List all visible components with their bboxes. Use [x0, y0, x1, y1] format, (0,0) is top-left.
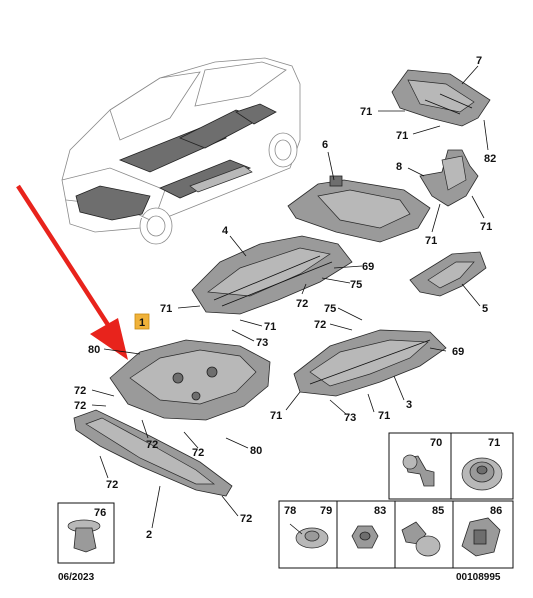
fastener-box-70: 70 — [388, 432, 452, 500]
label-82: 82 — [484, 153, 496, 165]
label-71: 71 — [160, 303, 172, 315]
svg-text:78: 78 — [284, 505, 296, 517]
fastener-box-78-79: 78 79 — [278, 500, 338, 569]
label-72: 72 — [314, 319, 326, 331]
label-4: 4 — [222, 225, 229, 237]
label-8: 8 — [396, 161, 402, 173]
label-73: 73 — [344, 412, 356, 424]
label-72: 72 — [192, 447, 204, 459]
part-2-front-panel — [73, 409, 233, 497]
part-5-side-panel — [409, 251, 487, 297]
svg-text:86: 86 — [490, 505, 502, 517]
label-3: 3 — [406, 399, 412, 411]
label-72: 72 — [74, 400, 86, 412]
svg-text:76: 76 — [94, 507, 106, 519]
vehicle-illustration — [61, 57, 301, 245]
label-80: 80 — [88, 344, 100, 356]
part-1-engine-undertray — [109, 339, 271, 421]
label-71: 71 — [480, 221, 492, 233]
label-75: 75 — [324, 303, 336, 315]
leader-lines — [91, 65, 489, 529]
label-71: 71 — [360, 106, 372, 118]
label-72: 72 — [146, 439, 158, 451]
label-71: 71 — [396, 130, 408, 142]
fastener-box-86: 86 — [452, 500, 514, 569]
footer-reference: 00108995 — [456, 572, 501, 583]
label-2: 2 — [146, 529, 152, 541]
svg-text:85: 85 — [432, 505, 444, 517]
label-71: 71 — [425, 235, 437, 247]
label-71: 71 — [378, 410, 390, 422]
part-4-center-shield — [191, 235, 353, 315]
svg-text:79: 79 — [320, 505, 332, 517]
label-72: 72 — [240, 513, 252, 525]
part-8-bracket — [419, 149, 479, 207]
footer-date: 06/2023 — [58, 572, 95, 583]
label-72: 72 — [74, 385, 86, 397]
label-73: 73 — [256, 337, 268, 349]
svg-text:83: 83 — [374, 505, 386, 517]
fastener-grid: 70 71 76 78 79 83 — [57, 432, 514, 569]
label-71: 71 — [264, 321, 276, 333]
red-arrow-indicator — [16, 184, 128, 360]
part-6-shield — [287, 175, 431, 243]
label-7: 7 — [476, 55, 482, 67]
fastener-box-83: 83 — [336, 500, 396, 569]
svg-text:70: 70 — [430, 437, 442, 449]
label-1-highlight — [134, 313, 150, 330]
label-5: 5 — [482, 303, 488, 315]
label-69: 69 — [362, 261, 374, 273]
label-69: 69 — [452, 346, 464, 358]
label-71: 71 — [270, 410, 282, 422]
fastener-box-85: 85 — [394, 500, 454, 569]
fastener-box-76: 76 — [57, 502, 115, 564]
label-72: 72 — [296, 298, 308, 310]
part-3-center-shield — [293, 329, 447, 397]
svg-text:71: 71 — [488, 437, 500, 449]
part-7-rear-shield — [391, 69, 491, 127]
part-number-labels: 7 71 71 82 6 8 71 71 4 69 75 72 5 71 71 … — [74, 55, 496, 541]
label-1: 1 — [139, 317, 145, 329]
label-80: 80 — [250, 445, 262, 457]
label-6: 6 — [322, 139, 328, 151]
footer: 06/2023 00108995 — [58, 572, 501, 583]
fastener-box-71: 71 — [450, 432, 514, 500]
label-72: 72 — [106, 479, 118, 491]
label-75: 75 — [350, 279, 362, 291]
